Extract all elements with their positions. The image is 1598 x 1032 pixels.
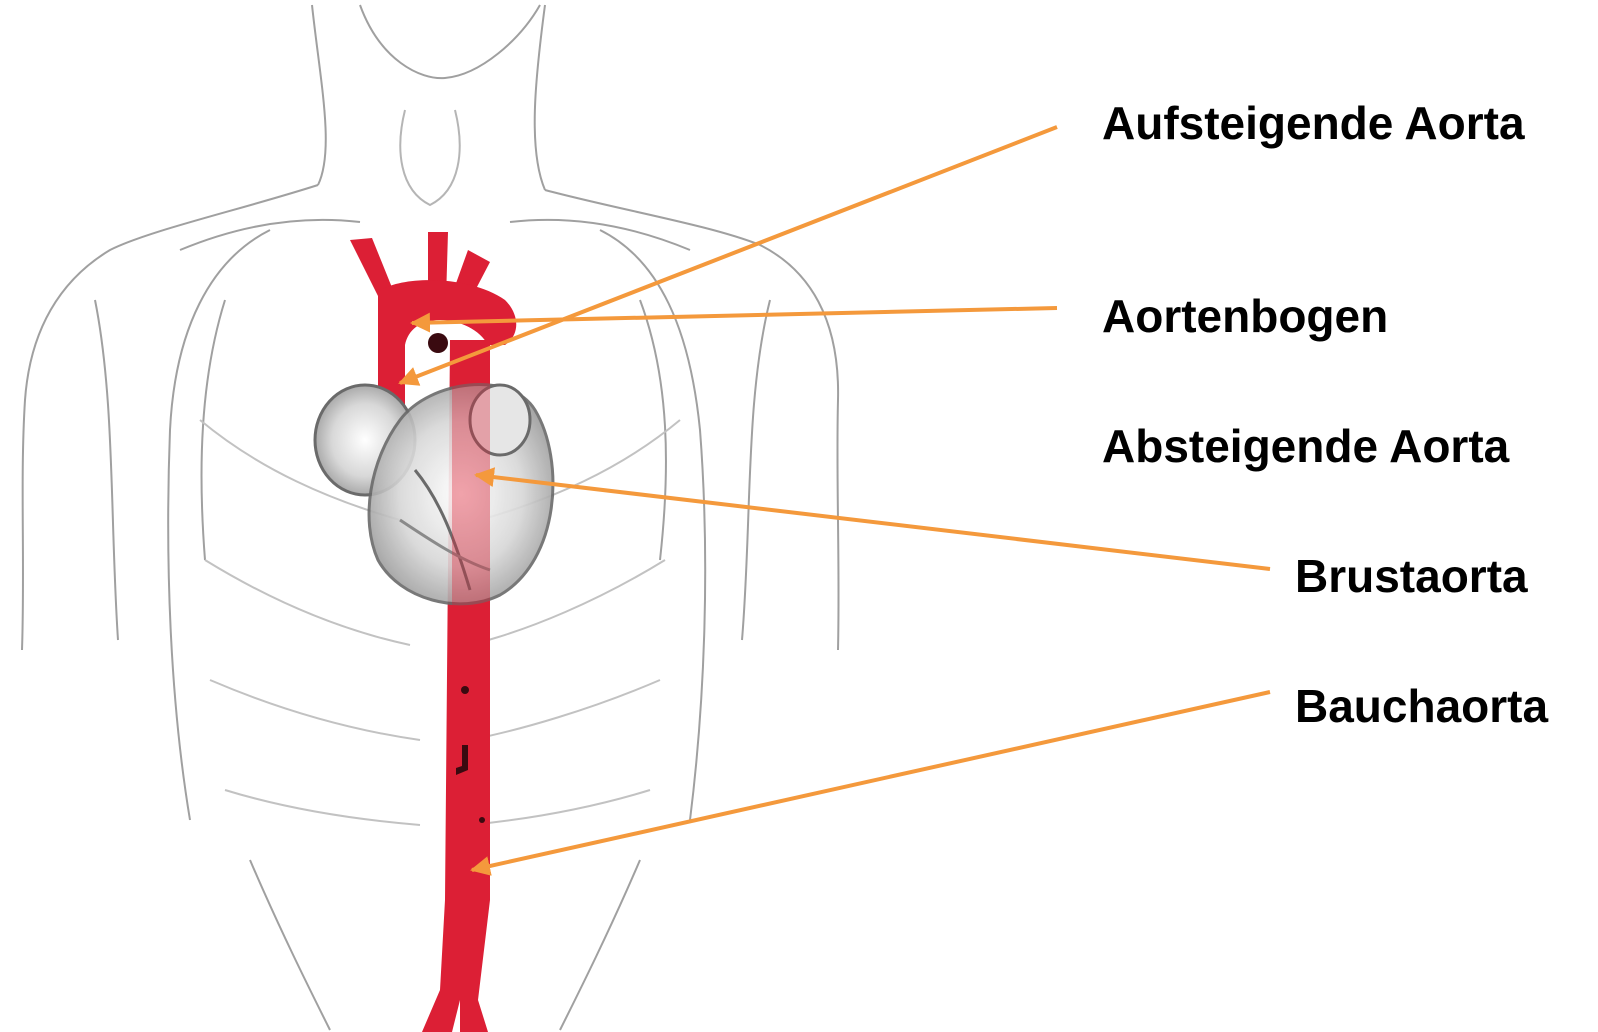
arrow-brustaorta <box>476 475 1270 569</box>
label-aufsteigende-aorta: Aufsteigende Aorta <box>1102 100 1525 146</box>
heart <box>315 385 553 604</box>
arrow-bauchaorta <box>472 692 1270 870</box>
label-absteigende-aorta: Absteigende Aorta <box>1102 423 1509 469</box>
label-bauchaorta: Bauchaorta <box>1295 683 1548 729</box>
label-aortenbogen: Aortenbogen <box>1102 293 1388 339</box>
aorta-overlay <box>452 360 490 610</box>
arrow-aufsteigende-aorta <box>400 127 1057 383</box>
label-brustaorta: Brustaorta <box>1295 553 1528 599</box>
aorta-vessel <box>350 232 516 1032</box>
